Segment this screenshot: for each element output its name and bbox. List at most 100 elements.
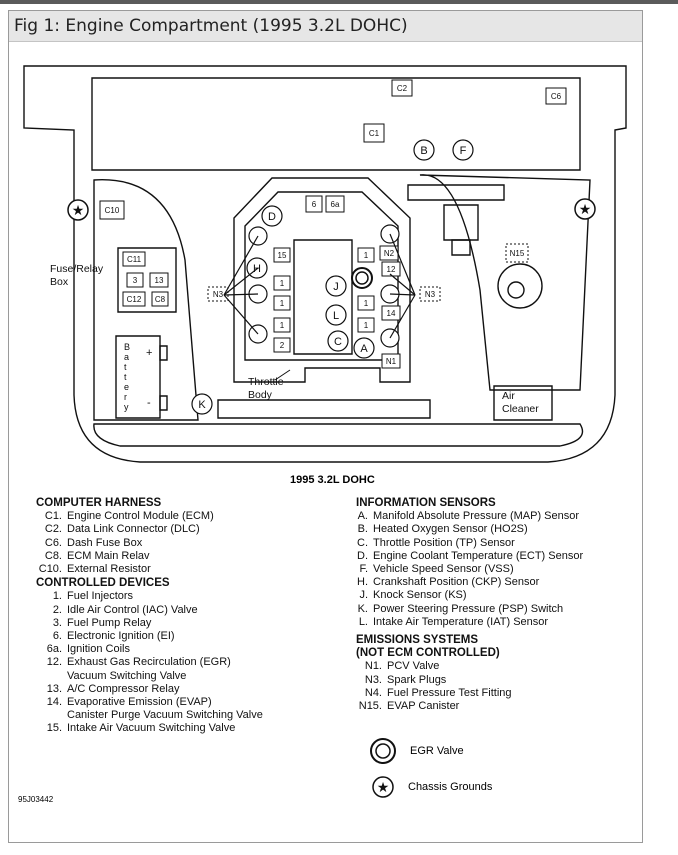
legend-item: J.Knock Sensor (KS) <box>356 589 583 602</box>
connector-box-b1b: 1 <box>273 295 291 311</box>
legend-item: K.Power Steering Pressure (PSP) Switch <box>356 603 583 616</box>
legend-code: 3. <box>52 616 62 629</box>
connector-label: 1 <box>364 299 369 308</box>
connector-label: 6a <box>331 200 340 209</box>
legend-item: N15.EVAP Canister <box>356 700 583 713</box>
egr-valve-stem <box>451 239 471 256</box>
legend-text: Evaporative Emission (EVAP) <box>67 696 212 709</box>
chassis-grounds-symbol-label: Chassis Grounds <box>408 781 493 793</box>
sensor-l: L <box>325 304 347 326</box>
legend-heading: EMISSIONS SYSTEMS <box>356 634 479 647</box>
egr-valve-body <box>443 204 479 241</box>
connector-label: C2 <box>397 84 408 93</box>
throttle-body-label-1: Throttle <box>248 376 284 388</box>
legend-text: Spark Plugs <box>387 673 447 686</box>
sensor-j: J <box>325 275 347 297</box>
legend-item: 3.Fuel Pump Relay <box>36 617 263 630</box>
legend-code: C8. <box>44 549 62 562</box>
battery-letter: t <box>124 372 127 382</box>
air-cleaner-label-1: Air <box>502 390 515 402</box>
firewall-outline <box>91 77 581 171</box>
connector-box-c2: C2 <box>391 79 413 97</box>
legend-code: J. <box>359 589 368 602</box>
legend-text: Exhaust Gas Recirculation (EGR) <box>67 656 231 669</box>
legend-text: Vehicle Speed Sensor (VSS) <box>373 563 514 576</box>
legend-code: H. <box>357 576 368 589</box>
legend-code: 2. <box>52 603 62 616</box>
legend-code: C10. <box>38 563 62 576</box>
legend-text: Intake Air Vacuum Switching Valve <box>67 722 236 735</box>
legend-text: Manifold Absolute Pressure (MAP) Sensor <box>373 510 580 523</box>
egr-valve-symbol-inner <box>355 271 369 285</box>
connector-label: 2 <box>280 341 285 350</box>
connector-label: 1 <box>364 321 369 330</box>
legend-text: EVAP Canister <box>387 700 460 713</box>
connector-label: 15 <box>278 251 287 260</box>
legend-item: N1.PCV Valve <box>356 660 583 673</box>
legend-code: A. <box>357 510 368 523</box>
connector-box-r14: 14 <box>381 305 401 321</box>
connector-box-b6a: 6a <box>325 195 345 213</box>
legend-heading: COMPUTER HARNESS <box>36 497 162 509</box>
figure-frame: Fig 1: Engine Compartment (1995 3.2L DOH… <box>8 10 643 843</box>
connector-box-b1a: 1 <box>273 275 291 291</box>
legend-code: N3. <box>364 673 382 686</box>
air-cleaner-box <box>493 385 553 421</box>
diagram-caption: 1995 3.2L DOHC <box>290 474 375 486</box>
sensor-b: B <box>413 139 435 161</box>
legend-item: 13.A/C Compressor Relay <box>36 683 263 696</box>
connector-label: N3 <box>213 290 224 299</box>
legend-code: 12. <box>46 656 62 669</box>
legend-text: Dash Fuse Box <box>67 536 143 549</box>
svg-text:★: ★ <box>72 202 85 218</box>
legend-item: 6a.Ignition Coils <box>36 643 263 656</box>
legend-item: 12. Exhaust Gas Recirculation (EGR) <box>36 656 263 669</box>
intake-plenum <box>293 239 353 355</box>
legend-item: 14.Evaporative Emission (EVAP) <box>36 696 263 709</box>
connector-box-c1: C1 <box>363 123 385 143</box>
sensor-label: D <box>268 211 276 223</box>
battery-terminal-minus <box>159 395 168 411</box>
battery-letter: y <box>124 402 129 412</box>
battery-letter: r <box>124 392 127 402</box>
sensor-label: C <box>334 336 342 348</box>
window-top-edge <box>0 0 678 4</box>
legend-text: Engine Control Module (ECM) <box>67 510 214 523</box>
legend-code: L. <box>358 615 368 628</box>
connector-box-n15: N15 <box>505 243 529 263</box>
right-fender-curve <box>419 174 591 391</box>
legend-item-continued: Canister Purge Vacuum Switching Valve <box>67 709 263 722</box>
legend-item: C1.Engine Control Module (ECM) <box>36 510 263 523</box>
legend-code: F. <box>359 563 368 576</box>
battery-letter: e <box>124 382 129 392</box>
legend-text: Engine Coolant Temperature (ECT) Sensor <box>373 549 584 562</box>
evap-canister-inner <box>507 281 525 299</box>
legend-text: PCV Valve <box>387 660 440 673</box>
legend-heading: CONTROLLED DEVICES <box>36 577 170 590</box>
connector-label: C8 <box>155 295 166 304</box>
sensor-label: F <box>460 145 467 157</box>
connector-label: C12 <box>127 295 142 304</box>
legend-code: B. <box>357 523 368 536</box>
legend-item: C8.ECM Main Relav <box>36 550 263 563</box>
legend-item: C6.Dash Fuse Box <box>36 537 263 550</box>
svg-text:★: ★ <box>579 201 592 217</box>
spark-plug-leads <box>223 233 416 339</box>
legend-computer-harness: COMPUTER HARNESS C1.Engine Control Modul… <box>36 497 263 736</box>
connector-label: C10 <box>105 206 120 215</box>
connector-box-r1c: 1 <box>357 317 375 333</box>
legend-item: N4.Fuel Pressure Test Fitting <box>356 687 583 700</box>
legend-text: Data Link Connector (DLC) <box>67 523 200 536</box>
evap-canister <box>497 263 543 309</box>
legend-item: 2.Idle Air Control (IAC) Valve <box>36 604 263 617</box>
connector-box-b6: 6 <box>305 195 323 213</box>
connector-box-r1b: 1 <box>357 295 375 311</box>
legend-item: F. Vehicle Speed Sensor (VSS) <box>356 563 583 576</box>
connector-box-r13: 13 <box>149 272 169 288</box>
connector-label: N3 <box>425 290 436 299</box>
sensor-d: D <box>261 205 283 227</box>
legend-text: Electronic Ignition (EI) <box>67 630 175 643</box>
compartment-outline <box>23 65 627 463</box>
legend-text: Ignition Coils <box>67 643 130 656</box>
